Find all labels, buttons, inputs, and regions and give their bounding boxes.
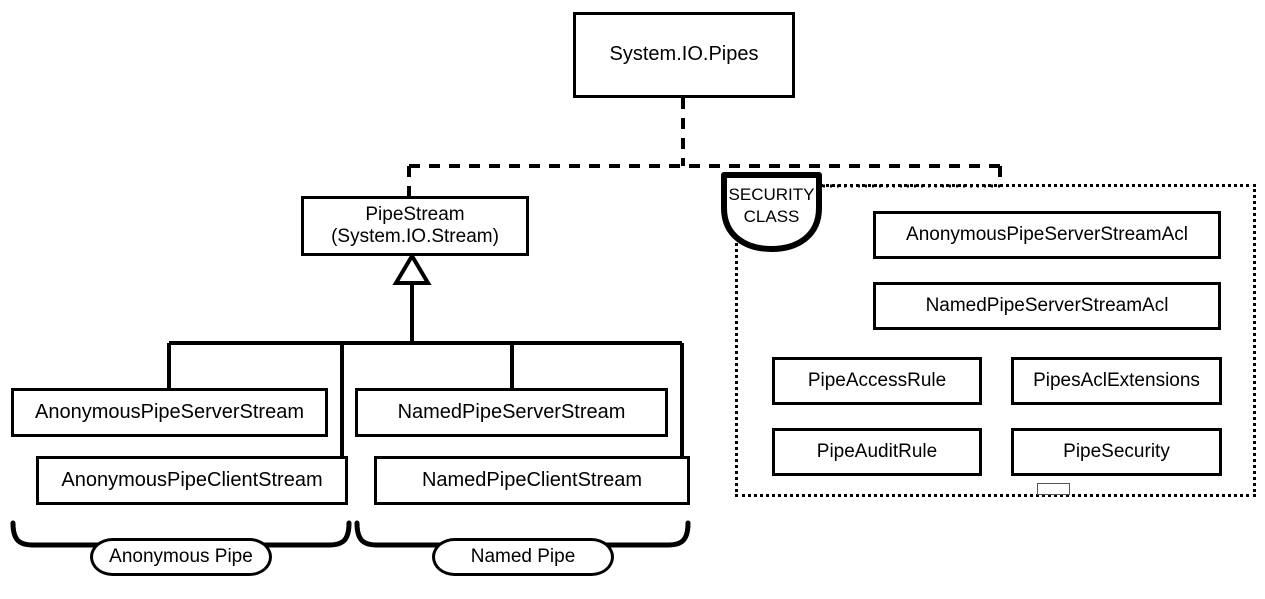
node-label: PipeAuditRule [816,440,938,462]
node-anonymouspipeserverstreamacl[interactable]: AnonymousPipeServerStreamAcl [873,211,1221,259]
security-class-badge[interactable]: SECURITY CLASS [719,170,824,254]
node-pipeaccessrule[interactable]: PipeAccessRule [772,357,982,405]
node-label: AnonymousPipeServerStream [34,400,304,423]
node-namedpipeserverstream[interactable]: NamedPipeServerStream [355,388,668,437]
watermark-artifact [1037,483,1070,495]
node-system-io-pipes[interactable]: System.IO.Pipes [573,12,795,98]
group-label-named-pipe[interactable]: Named Pipe [432,538,614,576]
node-pipesecurity[interactable]: PipeSecurity [1011,428,1222,476]
inheritance-triangle [392,252,432,285]
node-label-name: PipeStream [365,203,465,225]
node-label: NamedPipeServerStream [397,400,626,423]
group-label-text: Named Pipe [470,546,576,567]
node-label: PipeSecurity [1063,440,1170,462]
node-namedpipeserverstreamacl[interactable]: NamedPipeServerStreamAcl [873,282,1221,330]
node-label: PipesAclExtensions [1033,369,1200,391]
node-label: PipeAccessRule [807,369,947,391]
node-label: System.IO.Pipes [609,43,759,66]
node-pipeauditrule[interactable]: PipeAuditRule [772,428,982,476]
node-label: AnonymousPipeClientStream [61,468,323,491]
node-pipesaclextensions[interactable]: PipesAclExtensions [1011,357,1222,405]
node-label: NamedPipeServerStreamAcl [925,294,1169,316]
node-label: AnonymousPipeServerStreamAcl [906,223,1188,245]
node-anonymouspipeclientstream[interactable]: AnonymousPipeClientStream [36,456,348,505]
node-label-baseclass: (System.IO.Stream) [331,226,499,247]
group-label-text: Anonymous Pipe [109,546,253,567]
node-anonymouspipeserverstream[interactable]: AnonymousPipeServerStream [11,388,328,437]
node-label: NamedPipeClientStream [421,468,643,491]
node-pipestream[interactable]: PipeStream (System.IO.Stream) [301,196,529,256]
node-namedpipeclientstream[interactable]: NamedPipeClientStream [374,456,690,505]
group-label-anonymous-pipe[interactable]: Anonymous Pipe [90,538,272,576]
shield-icon [721,172,822,252]
